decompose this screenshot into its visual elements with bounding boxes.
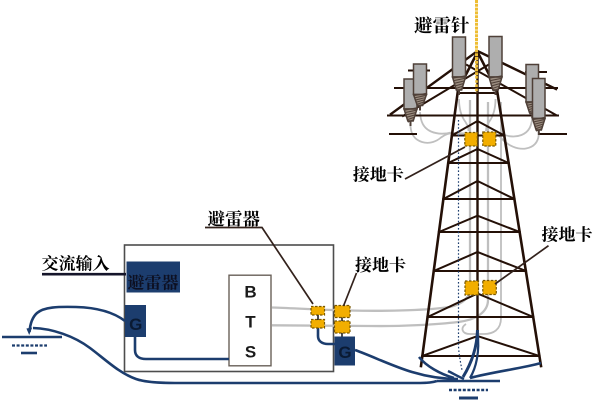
svg-text:G: G <box>338 343 351 362</box>
svg-text:T: T <box>245 313 256 332</box>
svg-text:B: B <box>244 283 256 302</box>
svg-text:S: S <box>245 343 256 362</box>
svg-text:G: G <box>129 315 142 334</box>
